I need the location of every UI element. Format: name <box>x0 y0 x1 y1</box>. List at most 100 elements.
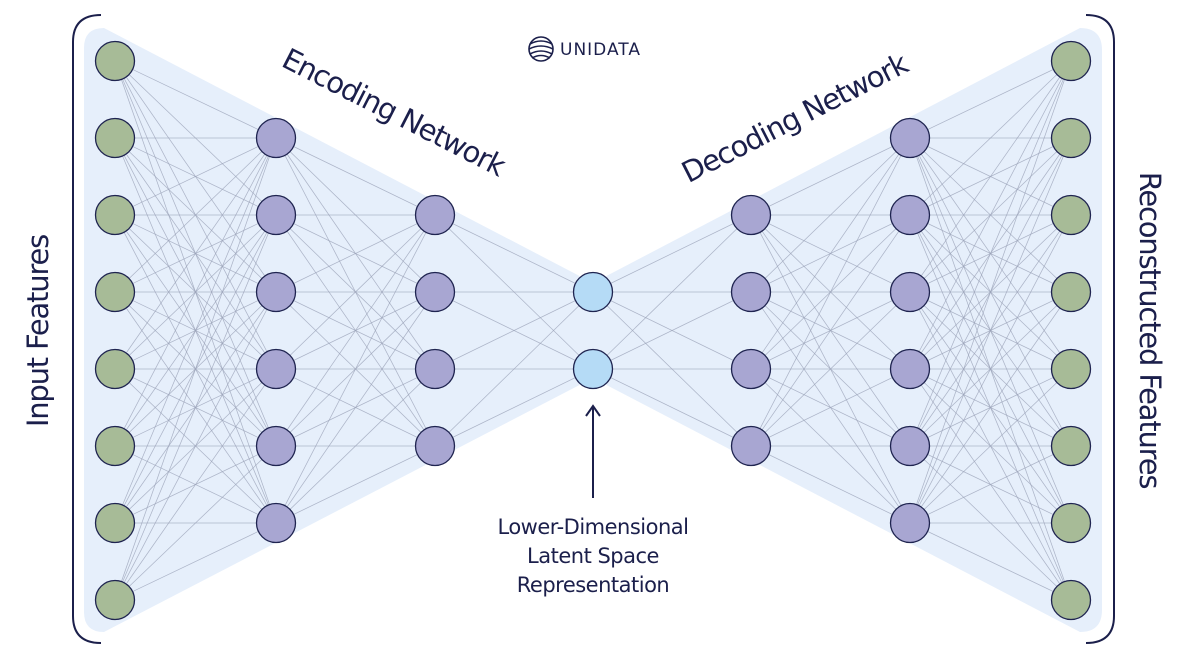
decoder-hidden-2-node <box>889 348 931 390</box>
connection-line <box>275 214 436 447</box>
decoder-hidden-2-node <box>889 425 931 467</box>
decoder-hidden-1-node <box>730 271 772 313</box>
encoder-hidden-1-node <box>255 194 297 236</box>
connection-line <box>909 60 1072 216</box>
connection-line <box>750 137 911 293</box>
connection-line <box>275 214 436 524</box>
output-node <box>1050 271 1092 313</box>
decoder-hidden-1-node <box>730 425 772 467</box>
connection-line <box>750 291 911 447</box>
connection-line <box>909 214 1072 524</box>
connection-line <box>114 137 277 293</box>
connection-line <box>114 522 277 601</box>
connection-line <box>909 60 1072 524</box>
encoder-hidden-1-node <box>255 348 297 390</box>
connection-line <box>750 368 911 447</box>
connection-lines <box>114 60 1072 601</box>
output-node <box>1050 425 1092 467</box>
decoder-hidden-2-node <box>889 194 931 236</box>
globe-logo-icon <box>528 36 554 62</box>
brand-logo: UNIDATA <box>528 36 641 62</box>
encoder-hidden-2-node <box>414 348 456 390</box>
left-bracket <box>72 14 102 644</box>
encoder-hidden-1-node <box>255 117 297 159</box>
connection-line <box>909 137 1072 524</box>
connection-line <box>909 60 1072 293</box>
brand-name: UNIDATA <box>560 40 641 60</box>
connection-line <box>909 522 1072 601</box>
decoder-hidden-1-node <box>730 348 772 390</box>
latent-node <box>572 348 614 390</box>
latent-node <box>572 271 614 313</box>
connection-line <box>909 60 1072 370</box>
connection-line <box>592 291 752 370</box>
output-node <box>1050 194 1092 236</box>
decoder-hidden-1-node <box>730 194 772 236</box>
connection-line <box>275 445 436 524</box>
right-bracket <box>1085 14 1115 644</box>
connection-line <box>434 214 594 293</box>
connection-line <box>114 137 277 447</box>
connection-line <box>275 368 436 524</box>
connection-line <box>909 368 1072 524</box>
latent-arrow-icon <box>585 404 601 498</box>
connection-line <box>114 137 277 524</box>
connection-line <box>592 368 752 447</box>
reconstructed-features-label: Reconstructed Features <box>1133 172 1167 489</box>
connection-line <box>114 137 277 601</box>
encoder-hidden-2-node <box>414 194 456 236</box>
latent-caption-line-2: Latent Space <box>527 544 659 568</box>
encoder-hidden-2-node <box>414 425 456 467</box>
connection-line <box>114 137 277 216</box>
input-node <box>94 348 136 390</box>
connection-line <box>909 60 1072 139</box>
connection-line <box>114 445 277 601</box>
neuron-nodes <box>94 40 1092 621</box>
decoder-hidden-2-node <box>889 502 931 544</box>
connection-line <box>114 291 277 601</box>
input-node <box>94 579 136 621</box>
input-node <box>94 502 136 544</box>
connection-line <box>750 137 911 447</box>
connection-line <box>750 137 911 216</box>
connection-line <box>114 368 277 601</box>
connection-line <box>275 291 436 524</box>
connection-line <box>750 214 911 447</box>
connection-line <box>750 445 911 524</box>
connection-line <box>275 214 436 293</box>
output-node <box>1050 502 1092 544</box>
connection-line <box>114 60 277 139</box>
connection-line <box>434 291 594 447</box>
output-node <box>1050 117 1092 159</box>
output-node <box>1050 579 1092 621</box>
connection-line <box>434 291 594 370</box>
connection-line <box>114 137 277 370</box>
connection-line <box>275 214 436 370</box>
connection-line <box>909 60 1072 447</box>
input-node <box>94 425 136 467</box>
connection-line <box>592 214 752 293</box>
connection-line <box>909 291 1072 524</box>
connection-line <box>592 214 752 370</box>
input-node <box>94 40 136 82</box>
decoder-hidden-2-node <box>889 271 931 313</box>
input-features-label: Input Features <box>21 235 55 427</box>
input-node <box>94 194 136 236</box>
connection-line <box>750 137 911 370</box>
output-node <box>1050 40 1092 82</box>
network-background-band <box>84 28 1102 632</box>
connection-line <box>434 368 594 447</box>
encoder-hidden-1-node <box>255 271 297 313</box>
input-node <box>94 271 136 313</box>
encoder-hidden-1-node <box>255 502 297 544</box>
decoder-hidden-2-node <box>889 117 931 159</box>
encoder-hidden-1-node <box>255 425 297 467</box>
input-node <box>94 117 136 159</box>
encoder-hidden-2-node <box>414 271 456 313</box>
latent-caption-line-1: Lower-Dimensional <box>498 515 689 539</box>
latent-caption-line-3: Representation <box>517 573 670 597</box>
connection-line <box>909 445 1072 524</box>
connection-line <box>114 214 277 601</box>
output-node <box>1050 348 1092 390</box>
